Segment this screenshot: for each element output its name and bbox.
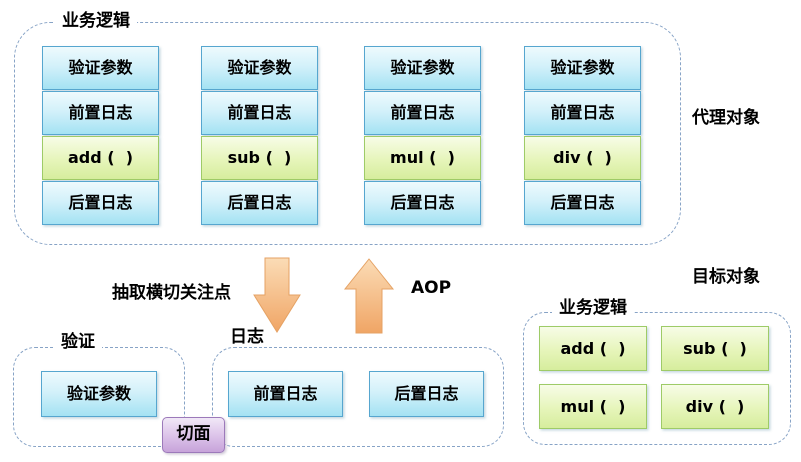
target-box-div: div ( ): [661, 384, 769, 429]
log-box-pre: 前置日志: [228, 371, 343, 417]
validation-group-title: 验证: [54, 332, 102, 352]
log-group-title: 日志: [223, 327, 271, 347]
proxy-column-div: 验证参数 前置日志 div ( ) 后置日志: [524, 46, 641, 226]
arrow-up-icon: [343, 258, 395, 334]
proxy-object-label: 代理对象: [692, 108, 760, 128]
proxy-box-validate: 验证参数: [364, 46, 481, 90]
proxy-box-validate: 验证参数: [201, 46, 318, 90]
target-group-title: 业务逻辑: [552, 298, 634, 318]
proxy-box-method: mul ( ): [364, 136, 481, 180]
proxy-box-method: div ( ): [524, 136, 641, 180]
proxy-column-add: 验证参数 前置日志 add ( ) 后置日志: [42, 46, 159, 226]
proxy-box-prelog: 前置日志: [364, 91, 481, 135]
log-box-post: 后置日志: [369, 371, 484, 417]
extract-crosscut-label: 抽取横切关注点: [112, 283, 231, 303]
proxy-column-mul: 验证参数 前置日志 mul ( ) 后置日志: [364, 46, 481, 226]
proxy-box-method: sub ( ): [201, 136, 318, 180]
proxy-box-postlog: 后置日志: [42, 181, 159, 225]
aspect-badge: 切面: [162, 417, 225, 453]
proxy-box-prelog: 前置日志: [524, 91, 641, 135]
proxy-group-title: 业务逻辑: [55, 11, 137, 31]
log-group: 日志 前置日志 后置日志: [212, 327, 504, 447]
target-object-label: 目标对象: [692, 267, 760, 287]
validation-box: 验证参数: [41, 371, 157, 417]
target-group: 业务逻辑 add ( ) sub ( ) mul ( ) div ( ): [523, 298, 791, 445]
proxy-box-postlog: 后置日志: [524, 181, 641, 225]
proxy-box-prelog: 前置日志: [201, 91, 318, 135]
aop-label: AOP: [411, 278, 452, 298]
proxy-box-postlog: 后置日志: [364, 181, 481, 225]
proxy-box-prelog: 前置日志: [42, 91, 159, 135]
proxy-object-group: 业务逻辑 验证参数 前置日志 add ( ) 后置日志 验证参数 前置日志 su…: [14, 11, 681, 245]
proxy-box-postlog: 后置日志: [201, 181, 318, 225]
proxy-column-sub: 验证参数 前置日志 sub ( ) 后置日志: [201, 46, 318, 226]
proxy-box-validate: 验证参数: [42, 46, 159, 90]
arrow-down-icon: [253, 257, 301, 333]
proxy-box-method: add ( ): [42, 136, 159, 180]
target-box-add: add ( ): [539, 326, 647, 371]
proxy-box-validate: 验证参数: [524, 46, 641, 90]
validation-group: 验证 验证参数: [13, 332, 185, 447]
target-box-sub: sub ( ): [661, 326, 769, 371]
target-box-mul: mul ( ): [539, 384, 647, 429]
